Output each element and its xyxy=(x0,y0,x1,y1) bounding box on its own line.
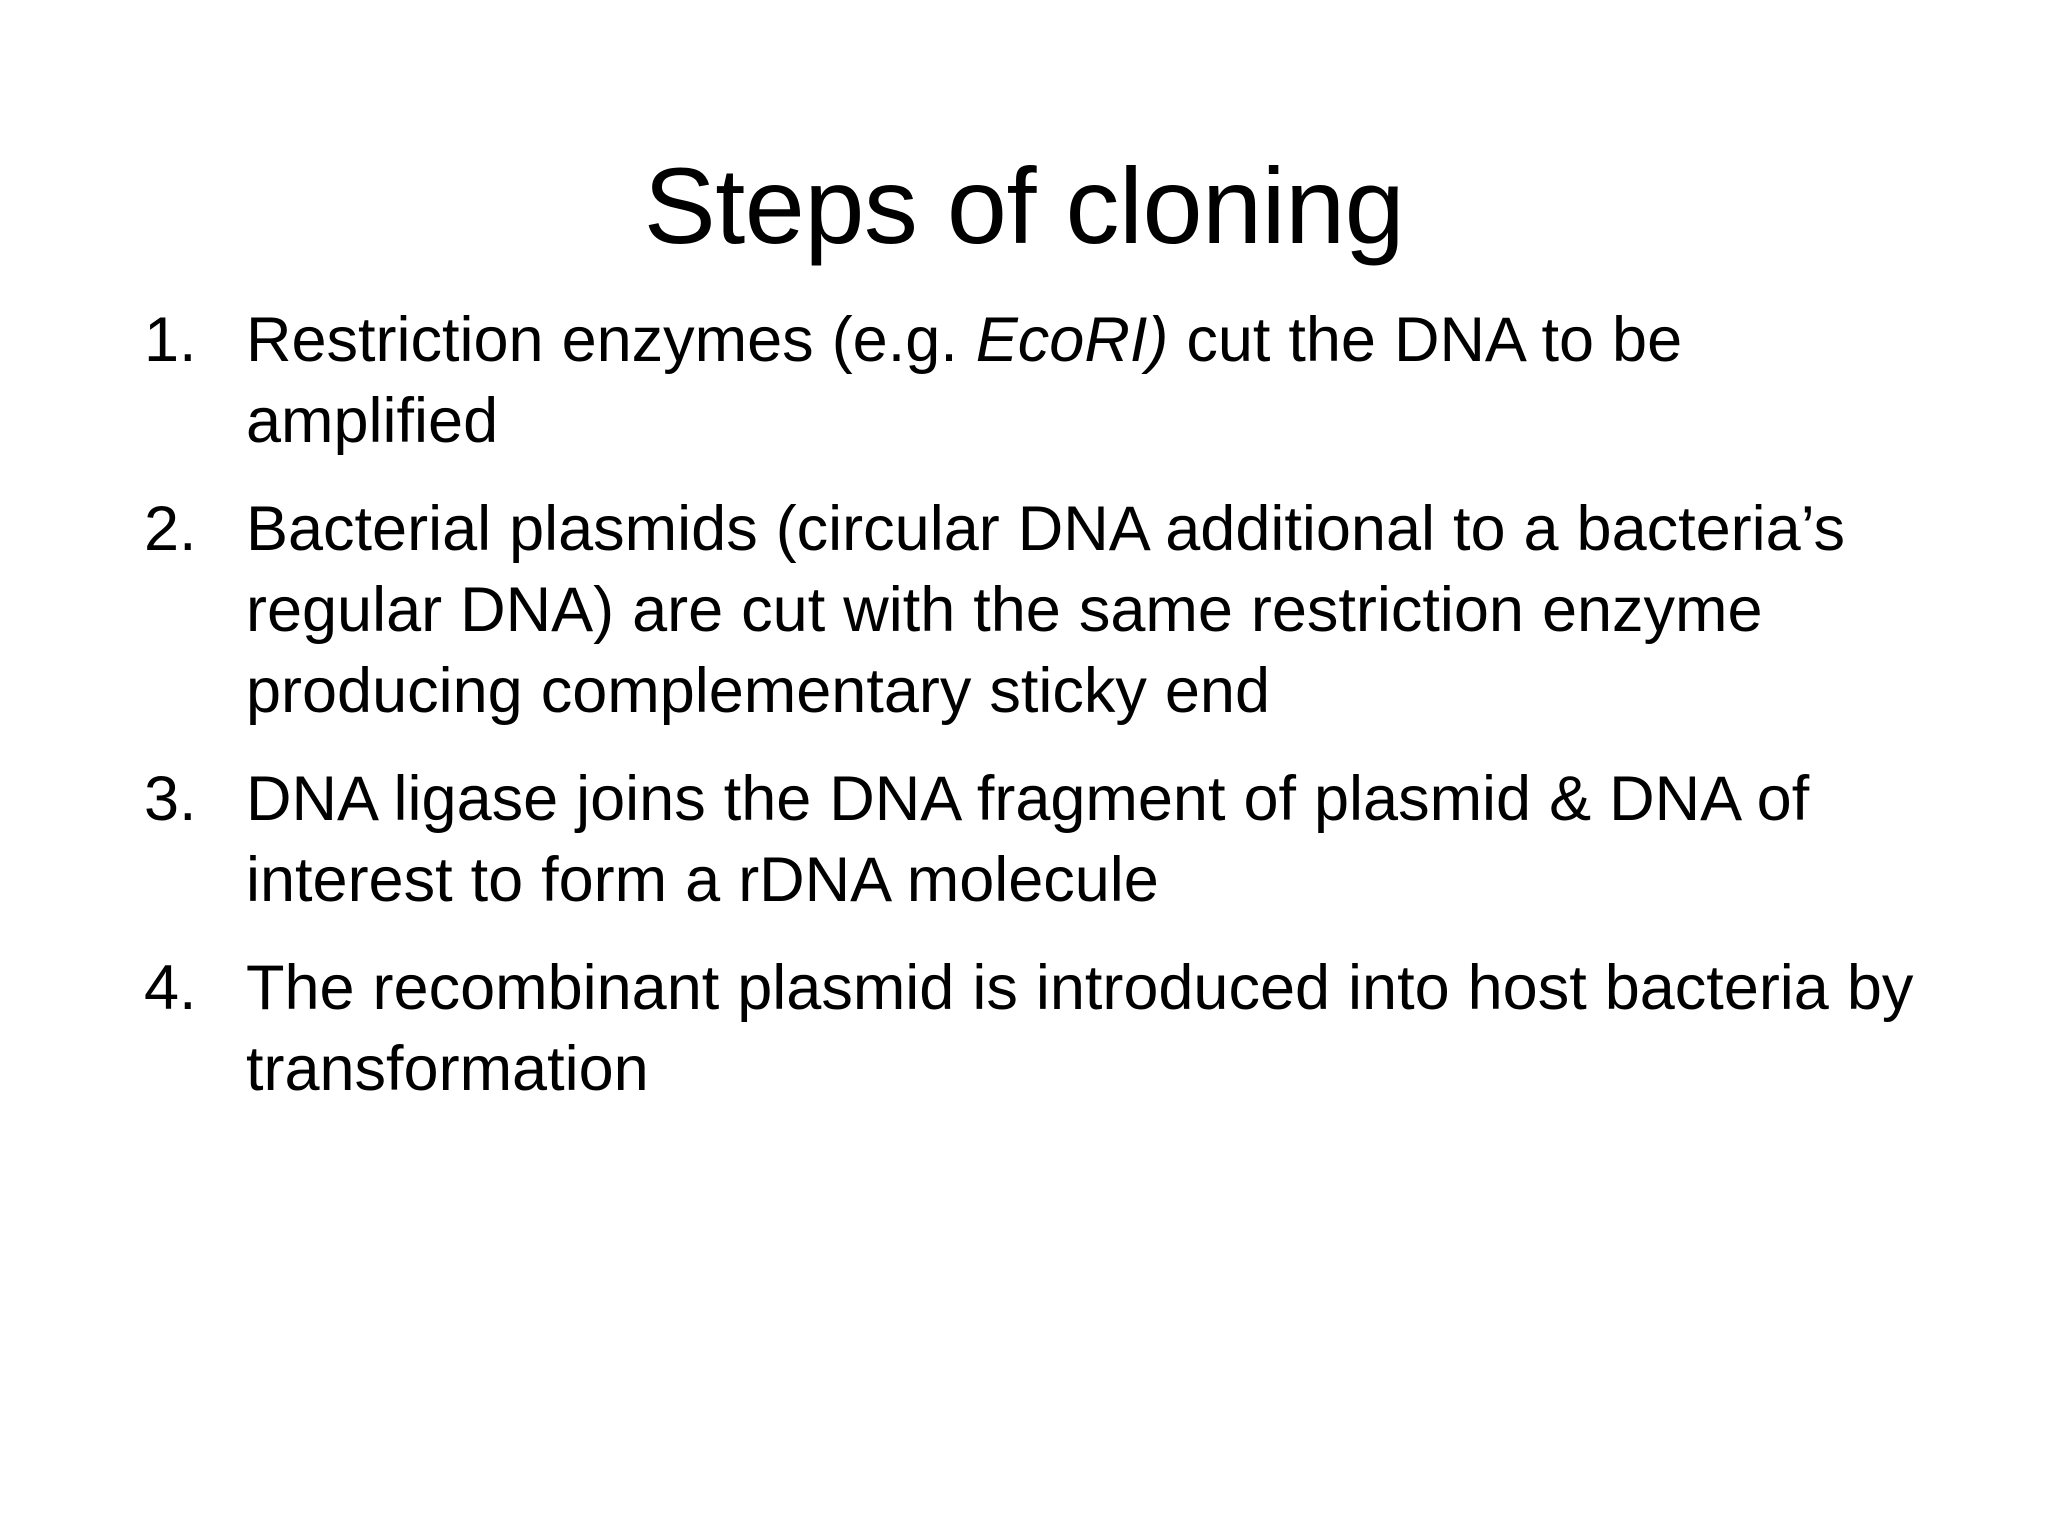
list-item: 3. DNA ligase joins the DNA fragment of … xyxy=(128,759,1968,920)
list-item-number: 4. xyxy=(144,953,197,1024)
list-item-text-part-plain: Restriction enzymes (e.g. xyxy=(246,305,976,375)
list-item-text: Bacterial plasmids (circular DNA additio… xyxy=(246,494,1846,726)
steps-numbered-list: 1. Restriction enzymes (e.g. EcoRI) cut … xyxy=(128,300,1968,1138)
list-item-text: The recombinant plasmid is introduced in… xyxy=(246,953,1914,1104)
page-title: Steps of cloning xyxy=(643,145,1405,267)
list-item-number: 3. xyxy=(144,764,197,835)
list-item-number: 1. xyxy=(144,305,197,375)
list-item-text-part-tail: cut the DNA to be amplified xyxy=(246,305,1683,456)
list-item-text: DNA ligase joins the DNA fragment of pla… xyxy=(246,764,1810,915)
list-item: 1. Restriction enzymes (e.g. EcoRI) cut … xyxy=(128,300,1968,461)
list-item-number: 2. xyxy=(144,494,197,565)
list-item-text-part-italic: EcoRI) xyxy=(975,305,1169,375)
list-item-text: Restriction enzymes (e.g. EcoRI) cut the… xyxy=(246,300,1936,461)
list-item: 4. The recombinant plasmid is introduced… xyxy=(128,948,1968,1109)
list-item: 2. Bacterial plasmids (circular DNA addi… xyxy=(128,489,1968,731)
